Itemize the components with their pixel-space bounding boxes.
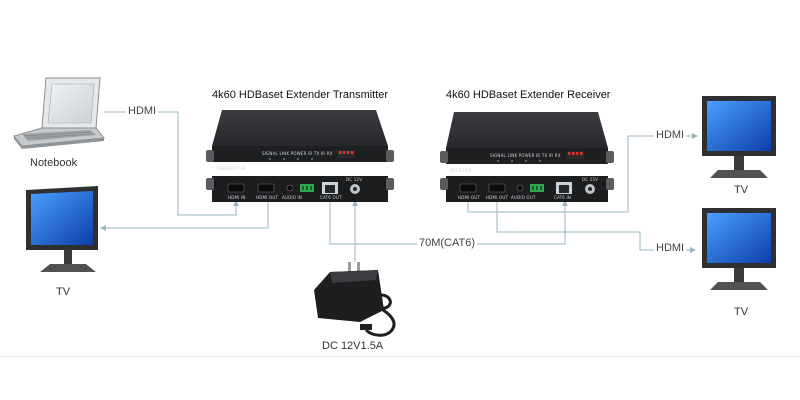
arrow-rx-cat6 [562,200,568,206]
rx-status-leds [496,159,542,163]
wire-tv-left [104,200,269,229]
tv-left-image [26,186,98,272]
receiver-bottom-unit: HDMI OUT HDMI OUT AUDIO OUT CAT6 IN DC 1… [440,176,614,202]
receiver-title: 4k60 HDBaset Extender Receiver [446,89,611,101]
arrow-power [352,200,358,206]
arrow-tv-left [100,225,106,231]
notebook-image [13,77,105,149]
tx-port-audio-in: AUDIO IN [282,195,302,200]
tx-port-hdmi-in: HDMI IN [228,195,246,200]
receiver-top-unit: SIGNAL LINK POWER IR TX IR RX RECEIVER [440,112,614,173]
transmitter-bottom-unit: HDMI IN HDMI OUT AUDIO IN CAT6 OUT DC 12… [206,176,394,202]
tv-right-bottom-image [702,208,776,290]
hdmi-notebook-label: HDMI [126,105,159,117]
hdmi-tv-bottom-label: HDMI [654,242,687,254]
tx-status-text: SIGNAL LINK POWER IR TX IR RX [262,151,333,156]
tv-left-label: TV [56,286,71,298]
bottom-divider [0,356,800,357]
arrow-tx-hdmi-in [233,200,239,206]
rx-dip-switch [566,151,584,159]
power-adapter-label: DC 12V1.5A [322,340,384,352]
rx-port-dc: DC 12V [582,177,598,182]
arrow-tv-right-top [692,133,698,139]
rx-name-text: RECEIVER [450,168,471,173]
tx-port-dc: DC 12V [346,177,362,182]
tv-right-top-image [702,96,776,178]
hdmi-tv-top-label: HDMI [654,129,687,141]
rx-status-text: SIGNAL LINK POWER IR TX IR RX [490,153,561,158]
tx-port-cat6-out: CAT6 OUT [320,195,342,200]
arrow-tv-right-bottom [690,247,696,253]
tx-port-hdmi-out: HDMI OUT [256,195,278,200]
arrows [100,133,698,253]
rx-port-hdmi-out-1: HDMI OUT [458,195,480,200]
cat6-link-label: 70M(CAT6) [417,237,478,249]
rx-port-cat6-in: CAT6 IN [554,195,571,200]
transmitter-top-unit: SIGNAL LINK POWER IR TX IR RX TRANSMITTE… [206,110,394,171]
rx-port-audio-out: AUDIO OUT [511,195,536,200]
tx-status-leds [268,157,314,161]
tv-right-bottom-label: TV [734,306,749,318]
tx-dip-switch [337,150,355,158]
transmitter-title: 4k60 HDBaset Extender Transmitter [212,89,389,101]
notebook-label: Notebook [30,157,78,169]
wire-tv-right-top [467,135,694,213]
tx-name-text: TRANSMITTER [215,166,246,171]
tv-right-top-label: TV [734,184,749,196]
rx-port-hdmi-out-2: HDMI OUT [486,195,508,200]
power-adapter-image [314,262,396,337]
